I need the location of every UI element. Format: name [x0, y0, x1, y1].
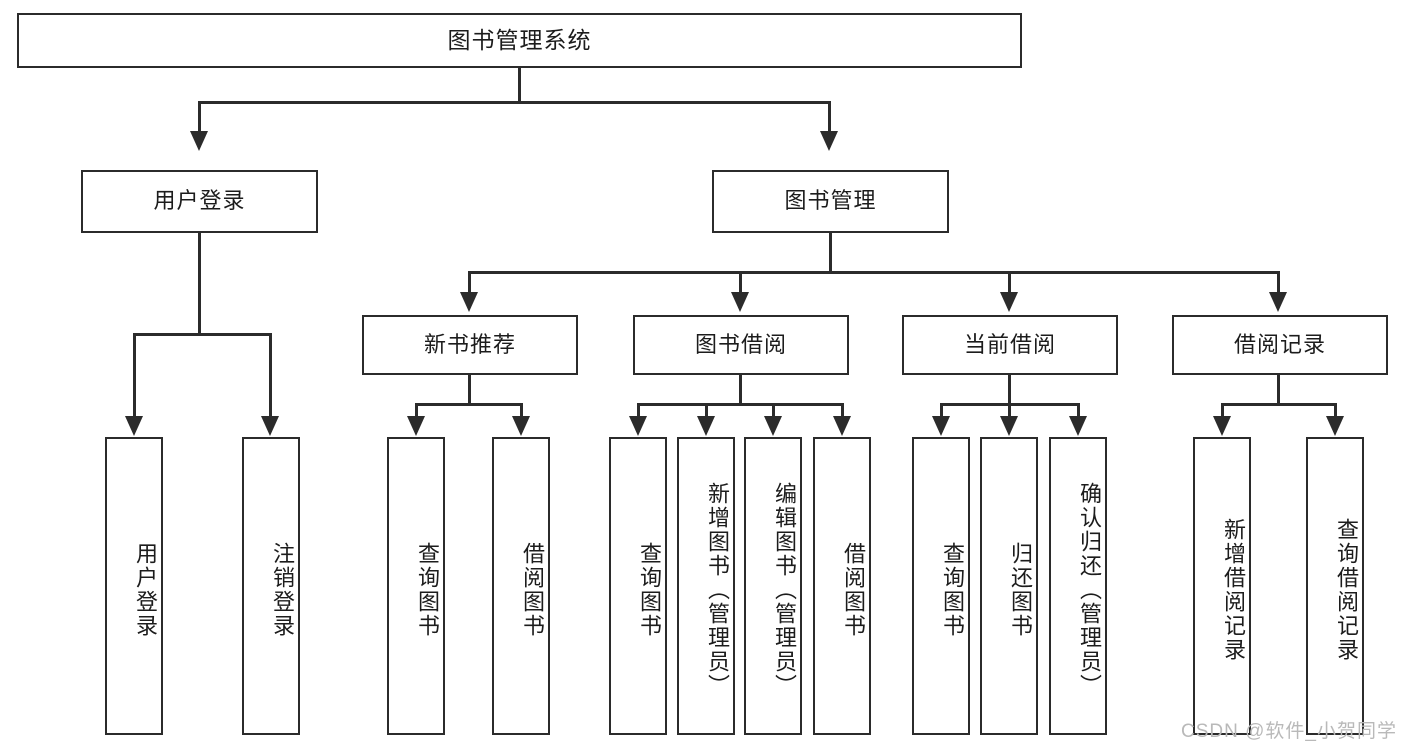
arrow-bookmanage-to-bookborrow — [731, 292, 749, 312]
connector-currentborrow-to-leaf1 — [940, 403, 943, 418]
connector-borrowrecord-to-leaf2 — [1334, 403, 1337, 418]
arrow-root-to-bookmanage — [820, 131, 838, 151]
arrow-userlogin-to-leaf1 — [125, 416, 143, 436]
connector-bookmanage-to-newbook — [468, 271, 471, 293]
leaf-label: 注销登录 — [270, 542, 295, 638]
leaf-label: 新增图书（管理员） — [705, 482, 730, 698]
connector-root-to-bookmanage — [828, 101, 831, 133]
node-root-system[interactable]: 图书管理系统 — [17, 13, 1022, 68]
leaf-label: 查询图书 — [415, 542, 440, 638]
arrow-userlogin-to-leaf2 — [261, 416, 279, 436]
node-new-book-recommend[interactable]: 新书推荐 — [362, 315, 578, 375]
node-user-login[interactable]: 用户登录 — [81, 170, 318, 233]
connector-borrowrecord-to-leaf1 — [1221, 403, 1224, 418]
node-label: 新书推荐 — [423, 331, 516, 357]
node-current-borrow[interactable]: 当前借阅 — [902, 315, 1118, 375]
node-label: 当前借阅 — [963, 331, 1056, 357]
connector-newbook-bar — [415, 403, 523, 406]
arrow-borrowrecord-to-leaf1 — [1213, 416, 1231, 436]
connector-bookmanage-to-borrowrecord — [1277, 271, 1280, 293]
leaf-label: 借阅图书 — [841, 542, 866, 638]
arrow-currentborrow-to-leaf1 — [932, 416, 950, 436]
connector-bookmanage-to-currentborrow — [1008, 271, 1011, 293]
connector-root-to-userlogin — [198, 101, 201, 133]
connector-bookborrow-to-leaf4 — [841, 403, 844, 418]
arrow-newbook-to-leaf2 — [512, 416, 530, 436]
leaf-logout[interactable]: 注销登录 — [242, 437, 300, 735]
leaf-label: 查询借阅记录 — [1334, 518, 1359, 662]
leaf-current-query-book[interactable]: 查询图书 — [912, 437, 970, 735]
connector-currentborrow-to-leaf3 — [1077, 403, 1080, 418]
leaf-borrow-add-book[interactable]: 新增图书（管理员） — [677, 437, 735, 735]
node-label: 借阅记录 — [1233, 331, 1326, 357]
connector-root-stem — [518, 68, 521, 104]
leaf-recommend-query-book[interactable]: 查询图书 — [387, 437, 445, 735]
leaf-label: 查询图书 — [940, 542, 965, 638]
connector-bookborrow-bar — [637, 403, 844, 406]
leaf-borrow-edit-book[interactable]: 编辑图书（管理员） — [744, 437, 802, 735]
node-book-manage[interactable]: 图书管理 — [712, 170, 949, 233]
leaf-recommend-borrow-book[interactable]: 借阅图书 — [492, 437, 550, 735]
leaf-borrow-borrow-book[interactable]: 借阅图书 — [813, 437, 871, 735]
connector-userlogin-bar — [133, 333, 269, 336]
csdn-watermark: CSDN @软件_小贺同学 — [1181, 721, 1397, 742]
leaf-user-login[interactable]: 用户登录 — [105, 437, 163, 735]
leaf-record-add[interactable]: 新增借阅记录 — [1193, 437, 1251, 735]
connector-bookmanage-bar — [468, 271, 1280, 274]
connector-bookmanage-stem — [829, 233, 832, 273]
arrow-bookborrow-to-leaf2 — [697, 416, 715, 436]
connector-borrowrecord-stem — [1277, 375, 1280, 405]
connector-bookborrow-stem — [739, 375, 742, 405]
connector-borrowrecord-bar — [1221, 403, 1337, 406]
leaf-label: 查询图书 — [637, 542, 662, 638]
leaf-record-search[interactable]: 查询借阅记录 — [1306, 437, 1364, 735]
arrow-bookborrow-to-leaf1 — [629, 416, 647, 436]
leaf-label: 用户登录 — [133, 542, 158, 638]
node-label: 用户登录 — [153, 188, 246, 214]
arrow-root-to-userlogin — [190, 131, 208, 151]
leaf-label: 归还图书 — [1008, 542, 1033, 638]
arrow-bookborrow-to-leaf4 — [833, 416, 851, 436]
arrow-bookborrow-to-leaf3 — [764, 416, 782, 436]
connector-userlogin-to-leaf1 — [133, 333, 136, 418]
leaf-current-return-book[interactable]: 归还图书 — [980, 437, 1038, 735]
arrow-borrowrecord-to-leaf2 — [1326, 416, 1344, 436]
connector-bookborrow-to-leaf3 — [772, 403, 775, 418]
leaf-label: 编辑图书（管理员） — [772, 482, 797, 698]
connector-newbook-to-leaf2 — [520, 403, 523, 418]
leaf-current-confirm-return[interactable]: 确认归还（管理员） — [1049, 437, 1107, 735]
node-label: 图书管理系统 — [447, 26, 592, 53]
leaf-borrow-query-book[interactable]: 查询图书 — [609, 437, 667, 735]
connector-currentborrow-stem — [1008, 375, 1011, 405]
leaf-label: 借阅图书 — [520, 542, 545, 638]
connector-currentborrow-to-leaf2 — [1008, 403, 1011, 418]
connector-root-bar — [198, 101, 830, 104]
arrow-newbook-to-leaf1 — [407, 416, 425, 436]
node-borrow-record[interactable]: 借阅记录 — [1172, 315, 1388, 375]
arrow-bookmanage-to-borrowrecord — [1269, 292, 1287, 312]
arrow-bookmanage-to-newbook — [460, 292, 478, 312]
arrow-currentborrow-to-leaf3 — [1069, 416, 1087, 436]
connector-bookmanage-to-bookborrow — [739, 271, 742, 293]
arrow-currentborrow-to-leaf2 — [1000, 416, 1018, 436]
leaf-label: 新增借阅记录 — [1221, 518, 1246, 662]
node-book-borrow[interactable]: 图书借阅 — [633, 315, 849, 375]
connector-userlogin-to-leaf2 — [269, 333, 272, 418]
arrow-bookmanage-to-currentborrow — [1000, 292, 1018, 312]
connector-bookborrow-to-leaf1 — [637, 403, 640, 418]
connector-newbook-to-leaf1 — [415, 403, 418, 418]
node-label: 图书管理 — [784, 188, 877, 214]
leaf-label: 确认归还（管理员） — [1077, 482, 1102, 698]
connector-bookborrow-to-leaf2 — [705, 403, 708, 418]
node-label: 图书借阅 — [694, 331, 787, 357]
connector-userlogin-stem — [198, 233, 201, 335]
connector-newbook-stem — [468, 375, 471, 405]
